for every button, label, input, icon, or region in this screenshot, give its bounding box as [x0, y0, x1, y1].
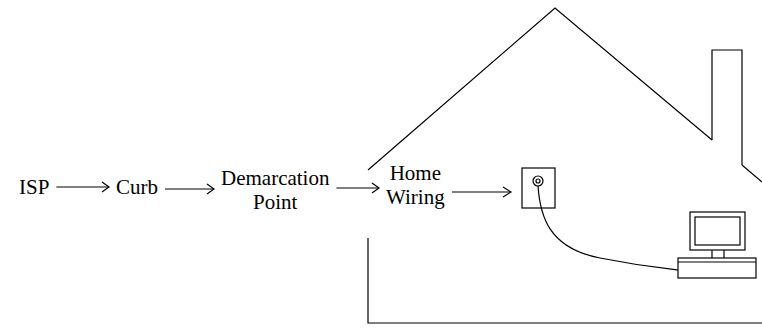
- text-node: ISP: [16, 173, 52, 201]
- arrow-line: [56, 186, 109, 187]
- house-wall: [368, 238, 762, 323]
- arrow-head: [102, 182, 109, 192]
- node-label: Home Wiring: [386, 161, 445, 209]
- arrow-line: [452, 191, 510, 192]
- arrow-connector: [336, 183, 379, 193]
- outlet-jack: [533, 176, 543, 186]
- outlet-jack: [536, 179, 540, 183]
- text-node: Demarcation Point: [218, 164, 332, 216]
- node-label: Curb: [116, 175, 158, 199]
- arrow-line: [336, 187, 379, 188]
- computer-base: [678, 258, 756, 278]
- text-node: Home Wiring: [383, 159, 448, 211]
- chimney: [712, 50, 742, 165]
- node-label: Demarcation Point: [221, 166, 329, 214]
- computer-screen: [695, 217, 740, 245]
- arrow-line: [165, 188, 214, 189]
- arrow-head: [207, 184, 214, 194]
- computer-monitor: [690, 212, 745, 250]
- computer-base: [678, 261, 756, 262]
- house-roof: [742, 165, 762, 182]
- arrow-connector: [56, 182, 109, 192]
- house-roof: [368, 8, 712, 170]
- network-cable: [538, 186, 678, 270]
- monitor-stand: [712, 250, 724, 258]
- node-label: ISP: [19, 175, 49, 199]
- arrow-head: [503, 187, 511, 197]
- arrow-head: [372, 183, 379, 193]
- text-node: Curb: [113, 173, 161, 201]
- arrow-connector: [165, 184, 214, 194]
